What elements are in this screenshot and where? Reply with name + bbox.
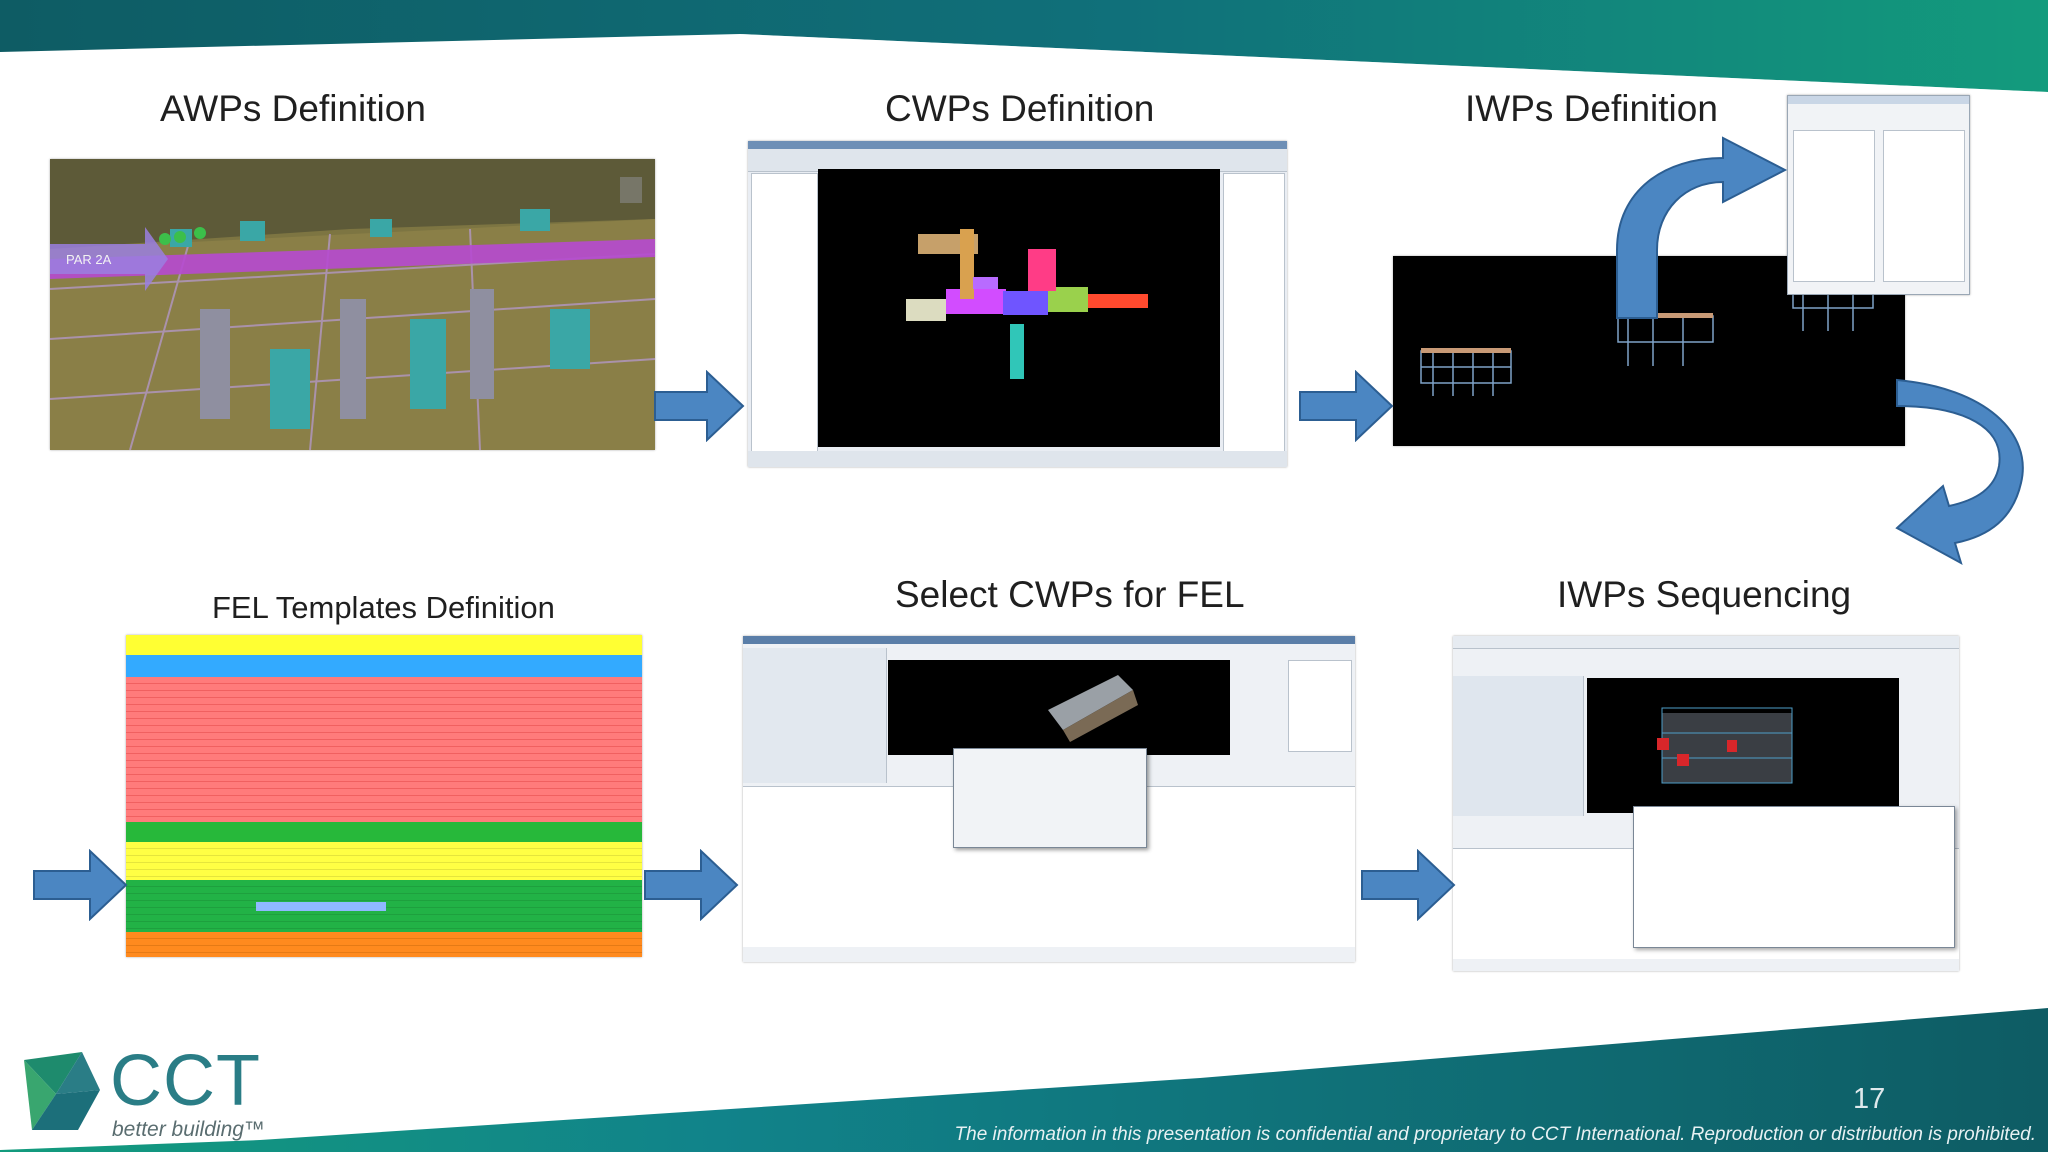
- sheet-rows-yellow: [126, 842, 642, 880]
- iwp-structures-render: [1420, 283, 1874, 396]
- step-title-fel-templates: FEL Templates Definition: [212, 590, 555, 625]
- curved-arrow-down-icon: [1895, 378, 2024, 566]
- sheet-rows-red: [126, 677, 642, 822]
- step-title-iwps: IWPs Definition: [1465, 88, 1718, 129]
- confidentiality-disclaimer: The information in this presentation is …: [954, 1124, 2036, 1145]
- iwp-dialog-screenshot: [1787, 95, 1970, 295]
- dialog-list-left: [1793, 130, 1875, 282]
- page-number: 17: [1853, 1083, 1886, 1115]
- right-properties-panel: [1223, 173, 1285, 453]
- arrow-right-icon: [1361, 849, 1456, 921]
- fel-template-spreadsheet: [126, 635, 642, 957]
- bottom-banner: [0, 1008, 2048, 1152]
- plant-model-image: [50, 159, 655, 450]
- step-title-iwps-sequencing: IWPs Sequencing: [1557, 574, 1852, 615]
- logo-tagline: better building™: [112, 1118, 265, 1141]
- dialog-titlebar: [1788, 96, 1969, 104]
- curved-arrow-up-icon: [1616, 136, 1788, 319]
- popup-dialog: [953, 748, 1147, 848]
- cwp-blocks-render: [906, 229, 1148, 379]
- viewport-3d: [1587, 678, 1899, 813]
- step-title-cwps: CWPs Definition: [885, 88, 1155, 129]
- iwps-sequencing-screenshot: [1453, 636, 1959, 971]
- sheet-header-row: [126, 655, 642, 677]
- cwps-app-screenshot: [748, 141, 1287, 467]
- status-bar: [748, 451, 1287, 467]
- app-titlebar: [743, 636, 1355, 644]
- area-label: PAR 2A: [66, 252, 112, 267]
- sheet-rows-green-a: [126, 822, 642, 842]
- sheet-highlight-cell: [256, 902, 386, 911]
- app-titlebar: [1453, 636, 1959, 649]
- dialog-list-right: [1883, 130, 1965, 282]
- awps-model-screenshot: PAR 2A: [50, 159, 655, 450]
- step-title-select-cwps: Select CWPs for FEL: [895, 574, 1245, 615]
- top-banner: [0, 0, 2048, 100]
- sheet-rows-orange: [126, 932, 642, 957]
- select-cwps-screenshot: [743, 636, 1355, 962]
- logo-brand-text: CCT: [110, 1041, 261, 1121]
- left-nav-panel: [743, 648, 887, 783]
- right-tree-panel: [1288, 660, 1352, 752]
- arrow-right-icon: [644, 849, 739, 921]
- iwp-sequence-render: [1657, 707, 1793, 784]
- arrow-right-icon: [1299, 370, 1394, 442]
- left-tree-panel: [751, 173, 818, 453]
- sheet-title-row: [126, 635, 642, 655]
- app-titlebar: [748, 141, 1287, 149]
- left-nav-panel: [1453, 676, 1584, 816]
- viewport-3d: [888, 660, 1230, 755]
- popup-dialog: [1633, 806, 1955, 948]
- cwp-render: [1048, 675, 1138, 742]
- arrow-right-icon: [654, 370, 745, 442]
- step-title-awps: AWPs Definition: [160, 88, 426, 129]
- viewport-3d: [818, 169, 1220, 447]
- arrow-right-icon: [33, 849, 128, 921]
- cct-logo-mark: [24, 1052, 100, 1130]
